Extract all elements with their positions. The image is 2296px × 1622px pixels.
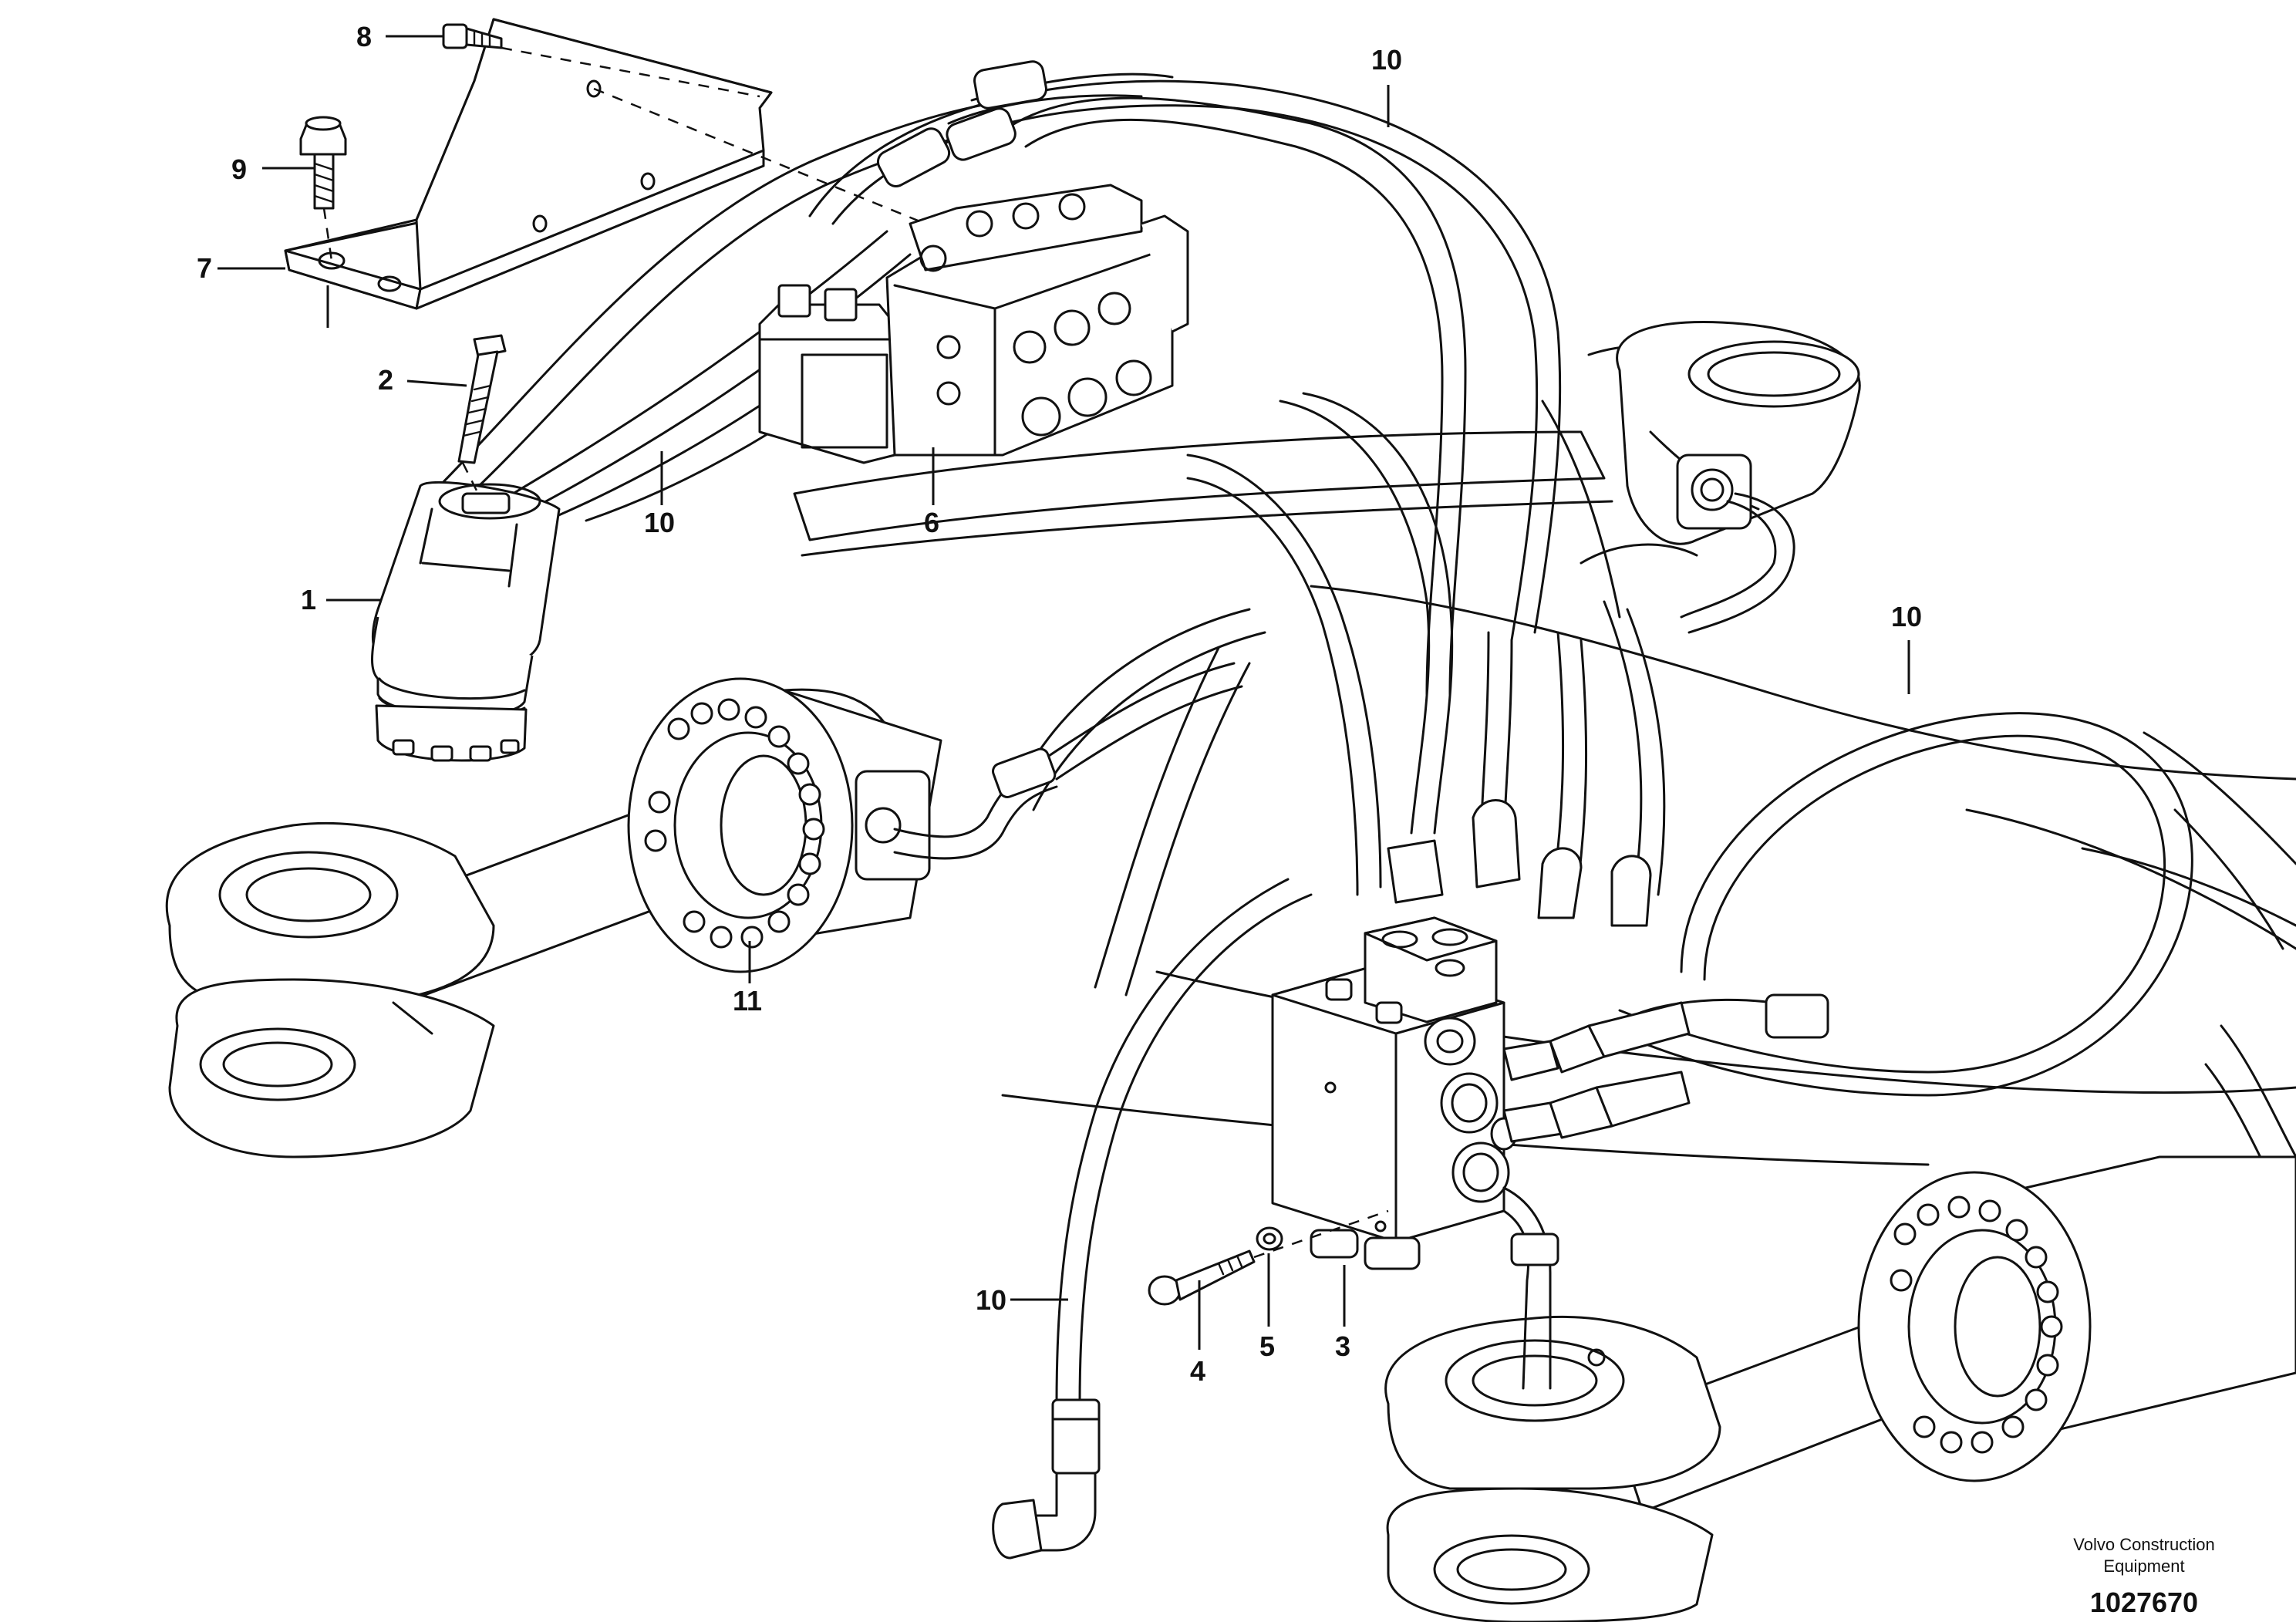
callout-9: 9 bbox=[231, 153, 247, 185]
bolt-ring-right bbox=[1890, 1195, 2063, 1454]
screw-9 bbox=[299, 116, 347, 210]
footer: Volvo Construction Equipment 1027670 bbox=[2073, 1535, 2214, 1618]
callout-10-top: 10 bbox=[1371, 44, 1402, 76]
callout-2: 2 bbox=[378, 364, 393, 396]
company-name-line2: Equipment bbox=[2103, 1556, 2184, 1576]
callout-1: 1 bbox=[301, 584, 316, 615]
callout-6: 6 bbox=[924, 507, 939, 538]
company-name-line1: Volvo Construction bbox=[2073, 1535, 2214, 1554]
callout-10-right: 10 bbox=[1891, 601, 1922, 632]
steering-cylinder-left bbox=[165, 662, 1243, 1158]
callout-5: 5 bbox=[1259, 1330, 1275, 1362]
callout-4: 4 bbox=[1190, 1355, 1205, 1387]
hydraulic-hoses bbox=[430, 60, 2193, 1560]
assembly-lines bbox=[322, 46, 1389, 1259]
steering-unit bbox=[371, 481, 561, 762]
callout-7: 7 bbox=[197, 252, 212, 284]
cylinder-eye-upper bbox=[1580, 321, 1861, 634]
callout-8: 8 bbox=[356, 21, 372, 52]
mounting-bracket bbox=[284, 18, 773, 310]
bolt-ring-left bbox=[644, 698, 825, 949]
valve-block bbox=[758, 184, 1189, 464]
callout-leaders bbox=[217, 35, 1910, 1350]
washer-5 bbox=[1256, 1226, 1283, 1251]
callout-10-bottom: 10 bbox=[976, 1284, 1006, 1316]
screw-4 bbox=[1148, 1249, 1256, 1306]
callout-3: 3 bbox=[1335, 1330, 1350, 1362]
callout-labels: 8 9 7 2 1 10 6 10 10 11 10 4 5 3 bbox=[197, 21, 1922, 1387]
screw-2 bbox=[457, 334, 507, 464]
selector-valve bbox=[1271, 916, 1691, 1390]
callout-10-left: 10 bbox=[644, 507, 675, 538]
callout-11: 11 bbox=[733, 985, 762, 1017]
drawing-number: 1027670 bbox=[2090, 1587, 2198, 1618]
steering-cylinder-right bbox=[1384, 1155, 2296, 1622]
